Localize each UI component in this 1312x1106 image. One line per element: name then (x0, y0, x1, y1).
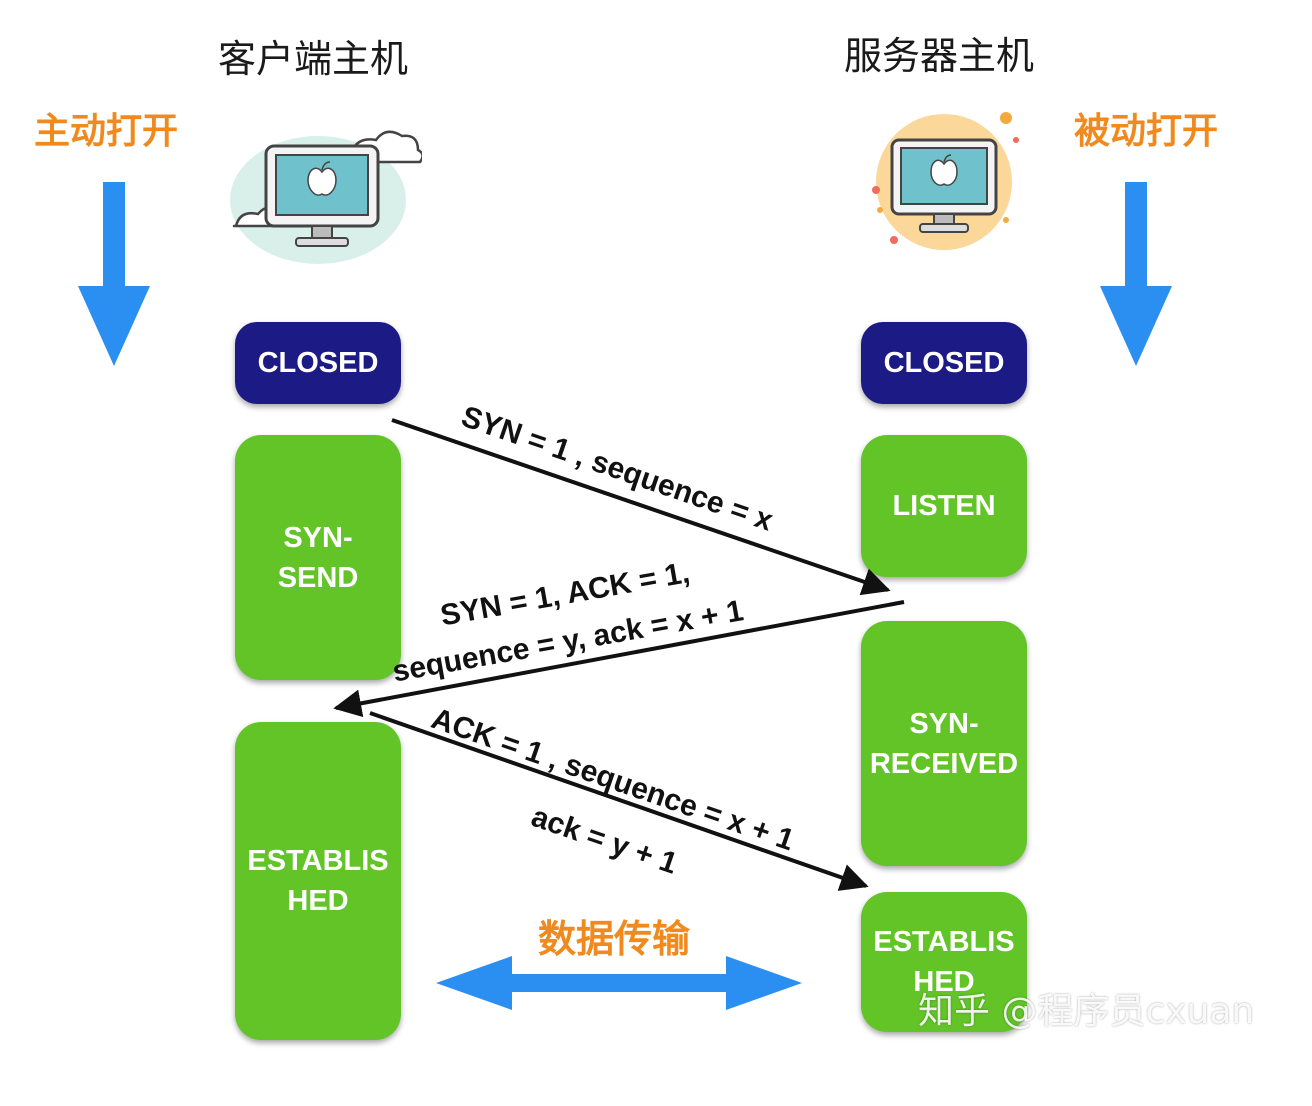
client-host-title: 客户端主机 (218, 37, 409, 81)
watermark: 知乎 @程序员cxuan (918, 991, 1255, 1032)
passive-open-down-arrow-icon (1100, 182, 1172, 366)
server-computer-icon (872, 112, 1019, 250)
server-host-title: 服务器主机 (844, 34, 1035, 78)
server-state-listen: LISTEN (861, 435, 1027, 577)
active-open-label: 主动打开 (34, 111, 179, 152)
client-state-syn-send: SYN- SEND (235, 435, 401, 680)
ack-arrow (369, 711, 869, 891)
syn-arrow (391, 418, 891, 596)
server-state-established: ESTABLIS HED (861, 892, 1027, 1032)
passive-open-label: 被动打开 (1074, 111, 1219, 152)
syn-ack-arrow (333, 600, 905, 718)
client-state-established: ESTABLIS HED (235, 722, 401, 1040)
data-transfer-label: 数据传输 (538, 917, 691, 961)
client-state-closed: CLOSED (235, 322, 401, 404)
data-transfer-double-arrow-icon (436, 956, 802, 1010)
client-computer-icon (230, 130, 422, 264)
active-open-down-arrow-icon (78, 182, 150, 366)
server-state-closed: CLOSED (861, 322, 1027, 404)
server-state-syn-received: SYN- RECEIVED (861, 621, 1027, 866)
